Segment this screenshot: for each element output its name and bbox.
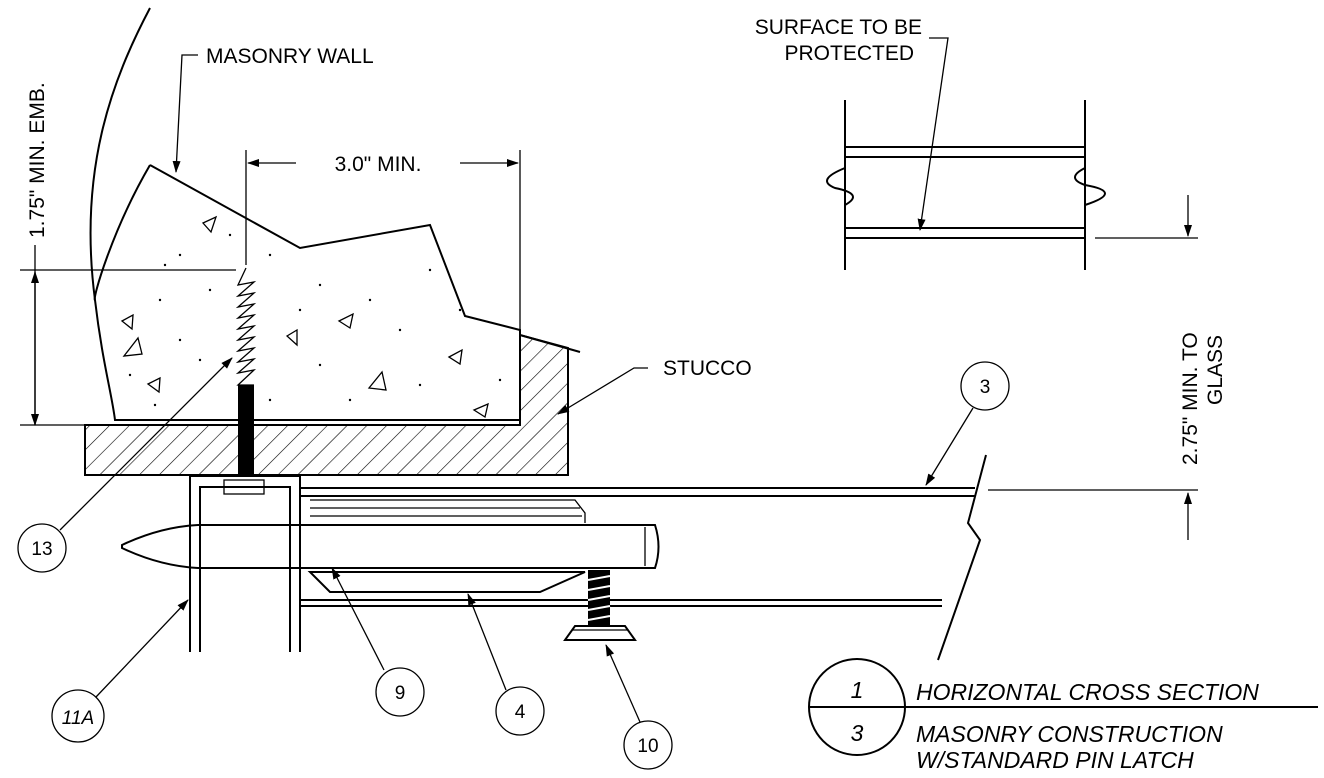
callout-4-label: 4 — [515, 702, 526, 723]
callout-10-label: 10 — [637, 736, 658, 757]
stucco-label: STUCCO — [663, 357, 752, 380]
bracket — [189, 475, 301, 652]
pin-latch — [121, 524, 660, 569]
thumb-screw — [563, 570, 637, 641]
dimension-embedment: 1.75" MIN. EMB. — [20, 82, 236, 426]
stucco-layer — [84, 333, 581, 476]
detail-title: HORIZONTAL CROSS SECTION — [916, 679, 1259, 705]
callout-11a: 11A — [51, 599, 189, 743]
callout-3: 3 — [925, 361, 1010, 486]
latch-housing — [307, 499, 586, 593]
edge-distance-label: 3.0" MIN. — [335, 153, 422, 176]
glass-clearance-label-line2: GLASS — [1204, 335, 1227, 405]
surface-label-line2: PROTECTED — [784, 42, 914, 65]
callout-9: 9 — [331, 567, 425, 717]
glass-clearance-label-line1: 2.75" MIN. TO — [1179, 332, 1202, 465]
embedment-label: 1.75" MIN. EMB. — [26, 82, 49, 238]
callout-3-label: 3 — [980, 377, 991, 398]
dimension-edge-distance: 3.0" MIN. — [245, 150, 521, 330]
shutter-frame — [300, 454, 987, 661]
masonry-wall-callout: MASONRY WALL — [172, 45, 374, 173]
callout-4: 4 — [467, 593, 545, 736]
detail-subtitle-line2: W/STANDARD PIN LATCH — [916, 747, 1194, 773]
detail-number: 1 — [851, 677, 864, 703]
masonry-wall — [89, 7, 521, 421]
detail-subtitle-line1: MASONRY CONSTRUCTION — [916, 721, 1223, 747]
stucco-callout: STUCCO — [557, 357, 752, 415]
glass-detail: SURFACE TO BE PROTECTED — [755, 16, 1198, 270]
surface-label-line1: SURFACE TO BE — [755, 16, 922, 39]
sheet-number: 3 — [851, 720, 864, 746]
dimension-glass-clearance: 2.75" MIN. TO GLASS — [988, 332, 1227, 540]
masonry-wall-label: MASONRY WALL — [206, 45, 374, 68]
callout-13: 13 — [17, 357, 233, 573]
callout-9-label: 9 — [395, 683, 406, 704]
callout-11a-label: 11A — [62, 708, 94, 729]
callout-10: 10 — [605, 644, 673, 770]
detail-title-block: 1 3 HORIZONTAL CROSS SECTION MASONRY CON… — [808, 658, 1318, 773]
callout-13-label: 13 — [31, 539, 52, 560]
